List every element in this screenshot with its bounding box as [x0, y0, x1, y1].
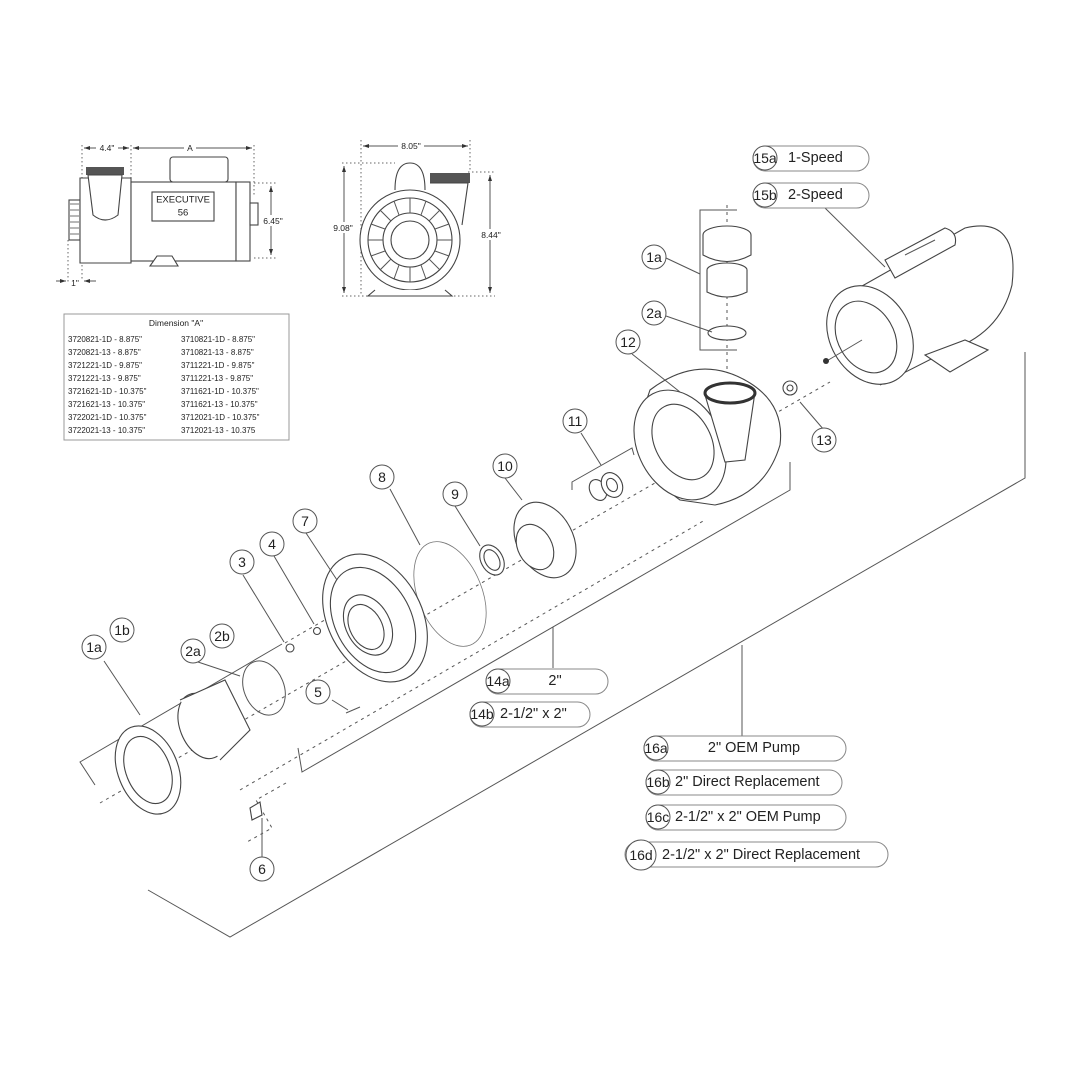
dimension-a-table: Dimension "A" 3720821-1D - 8.875" 371082… [63, 313, 290, 441]
callout-1a: 1a [81, 634, 107, 660]
svg-text:2" OEM Pump: 2" OEM Pump [708, 740, 800, 756]
table-cell: 3710821-1D - 8.875" [181, 335, 255, 344]
callout-13: 13 [811, 427, 837, 453]
svg-text:2-1/2" x 2" Direct Replacement: 2-1/2" x 2" Direct Replacement [662, 847, 860, 863]
callout-leader-lines [103, 207, 886, 857]
table-cell: 3720821-13 - 8.875" [68, 348, 141, 357]
option-14b-2-5-x-2-inch: 14b 2-1/2" x 2" [469, 701, 591, 728]
motor-drawing [823, 225, 1014, 386]
svg-text:1a: 1a [86, 639, 102, 655]
option-16a-2-inch-oem-pump: 16a 2" OEM Pump [643, 735, 847, 762]
dim-4-4-label: 4.4" [100, 143, 115, 153]
callout-7: 7 [292, 508, 318, 534]
svg-text:2-Speed: 2-Speed [788, 187, 843, 203]
callout-2b: 2b [209, 623, 235, 649]
top-union-parts [702, 225, 752, 341]
dim-8-44-label: 8.44" [481, 230, 501, 240]
table-cell: 3711221-13 - 9.875" [181, 374, 253, 383]
svg-text:2-1/2" x 2": 2-1/2" x 2" [500, 706, 567, 722]
impeller-seal-parts [413, 472, 624, 647]
table-cell: 3720821-1D - 8.875" [68, 335, 142, 344]
svg-text:15b: 15b [753, 187, 777, 203]
table-cell: 3711621-1D - 10.375" [181, 387, 259, 396]
svg-text:3: 3 [238, 554, 246, 570]
svg-text:12: 12 [620, 334, 636, 350]
option-15a-1-speed: 15a 1-Speed [752, 145, 870, 172]
option-16b-2-inch-direct-replacement: 16b 2" Direct Replacement [645, 769, 843, 796]
svg-text:11: 11 [568, 413, 583, 429]
table-cell: 3721621-13 - 10.375" [68, 400, 145, 409]
pump-housing [633, 368, 798, 506]
svg-text:16d: 16d [629, 847, 652, 863]
callout-6: 6 [249, 856, 275, 882]
svg-text:16c: 16c [647, 809, 670, 825]
option-15b-2-speed: 15b 2-Speed [752, 182, 870, 209]
svg-text:13: 13 [816, 432, 832, 448]
svg-text:2-1/2" x 2" OEM Pump: 2-1/2" x 2" OEM Pump [675, 809, 821, 825]
side-view-label-line2: 56 [178, 208, 189, 219]
table-cell: 3710821-13 - 8.875" [181, 348, 254, 357]
bottom-union-parts [114, 660, 286, 821]
svg-text:9: 9 [451, 486, 459, 502]
svg-text:8: 8 [378, 469, 386, 485]
svg-text:2a: 2a [185, 643, 201, 659]
svg-text:7: 7 [301, 513, 309, 529]
table-cell: 3721221-13 - 9.875" [68, 374, 141, 383]
callout-10: 10 [492, 453, 518, 479]
option-14a-2-inch: 14a 2" [485, 668, 609, 695]
svg-text:6: 6 [258, 861, 266, 877]
dim-a-label: A [187, 143, 193, 153]
callout-4: 4 [259, 531, 285, 557]
callout-8: 8 [369, 464, 395, 490]
callout-1b: 1b [109, 617, 135, 643]
dim-6-45-label: 6.45" [263, 216, 283, 226]
side-view-label-line1: EXECUTIVE [156, 195, 210, 206]
callout-12: 12 [615, 329, 641, 355]
svg-text:16a: 16a [644, 740, 668, 756]
callout-3: 3 [229, 549, 255, 575]
svg-text:1a: 1a [646, 249, 662, 265]
table-cell: 3721621-1D - 10.375" [68, 387, 147, 396]
svg-text:14a: 14a [486, 673, 510, 689]
dim-9-08-label: 9.08" [333, 223, 353, 233]
table-cell: 3712021-1D - 10.375" [181, 413, 260, 422]
dimension-table-title: Dimension "A" [149, 318, 203, 328]
svg-text:14b: 14b [470, 706, 494, 722]
svg-text:4: 4 [268, 536, 276, 552]
table-cell: 3722021-13 - 10.375" [68, 426, 145, 435]
svg-text:1b: 1b [114, 622, 130, 638]
svg-text:15a: 15a [753, 150, 777, 166]
table-cell: 3721221-1D - 9.875" [68, 361, 142, 370]
svg-text:1-Speed: 1-Speed [788, 150, 843, 166]
svg-text:16b: 16b [646, 774, 670, 790]
side-view-drawing: 4.4" A 6.45" 1" EXECUTIVE 56 [56, 142, 284, 288]
front-view-drawing: 8.05" 9.08" 8.44" [330, 140, 504, 297]
callout-2a-top: 2a [641, 300, 667, 326]
svg-text:2" Direct Replacement: 2" Direct Replacement [675, 774, 820, 790]
svg-text:2a: 2a [646, 305, 662, 321]
option-16d-2-5-x-2-inch-direct-replacement: 16d 2-1/2" x 2" Direct Replacement [624, 839, 889, 871]
svg-text:10: 10 [497, 458, 513, 474]
callout-5: 5 [305, 679, 331, 705]
front-cover [285, 553, 428, 714]
dim-8-05-label: 8.05" [401, 141, 421, 151]
callout-11: 11 [562, 408, 588, 434]
svg-text:5: 5 [314, 684, 322, 700]
table-cell: 3712021-13 - 10.375 [181, 426, 256, 435]
callout-9: 9 [442, 481, 468, 507]
svg-text:2b: 2b [214, 628, 230, 644]
callout-1a-top: 1a [641, 244, 667, 270]
table-cell: 3711221-1D - 9.875" [181, 361, 255, 370]
callout-2a: 2a [180, 638, 206, 664]
svg-text:2": 2" [548, 673, 561, 689]
option-16c-2-5-x-2-inch-oem-pump: 16c 2-1/2" x 2" OEM Pump [645, 804, 847, 831]
table-cell: 3722021-1D - 10.375" [68, 413, 147, 422]
table-cell: 3711621-13 - 10.375" [181, 400, 258, 409]
dim-1-label: 1" [71, 278, 79, 288]
